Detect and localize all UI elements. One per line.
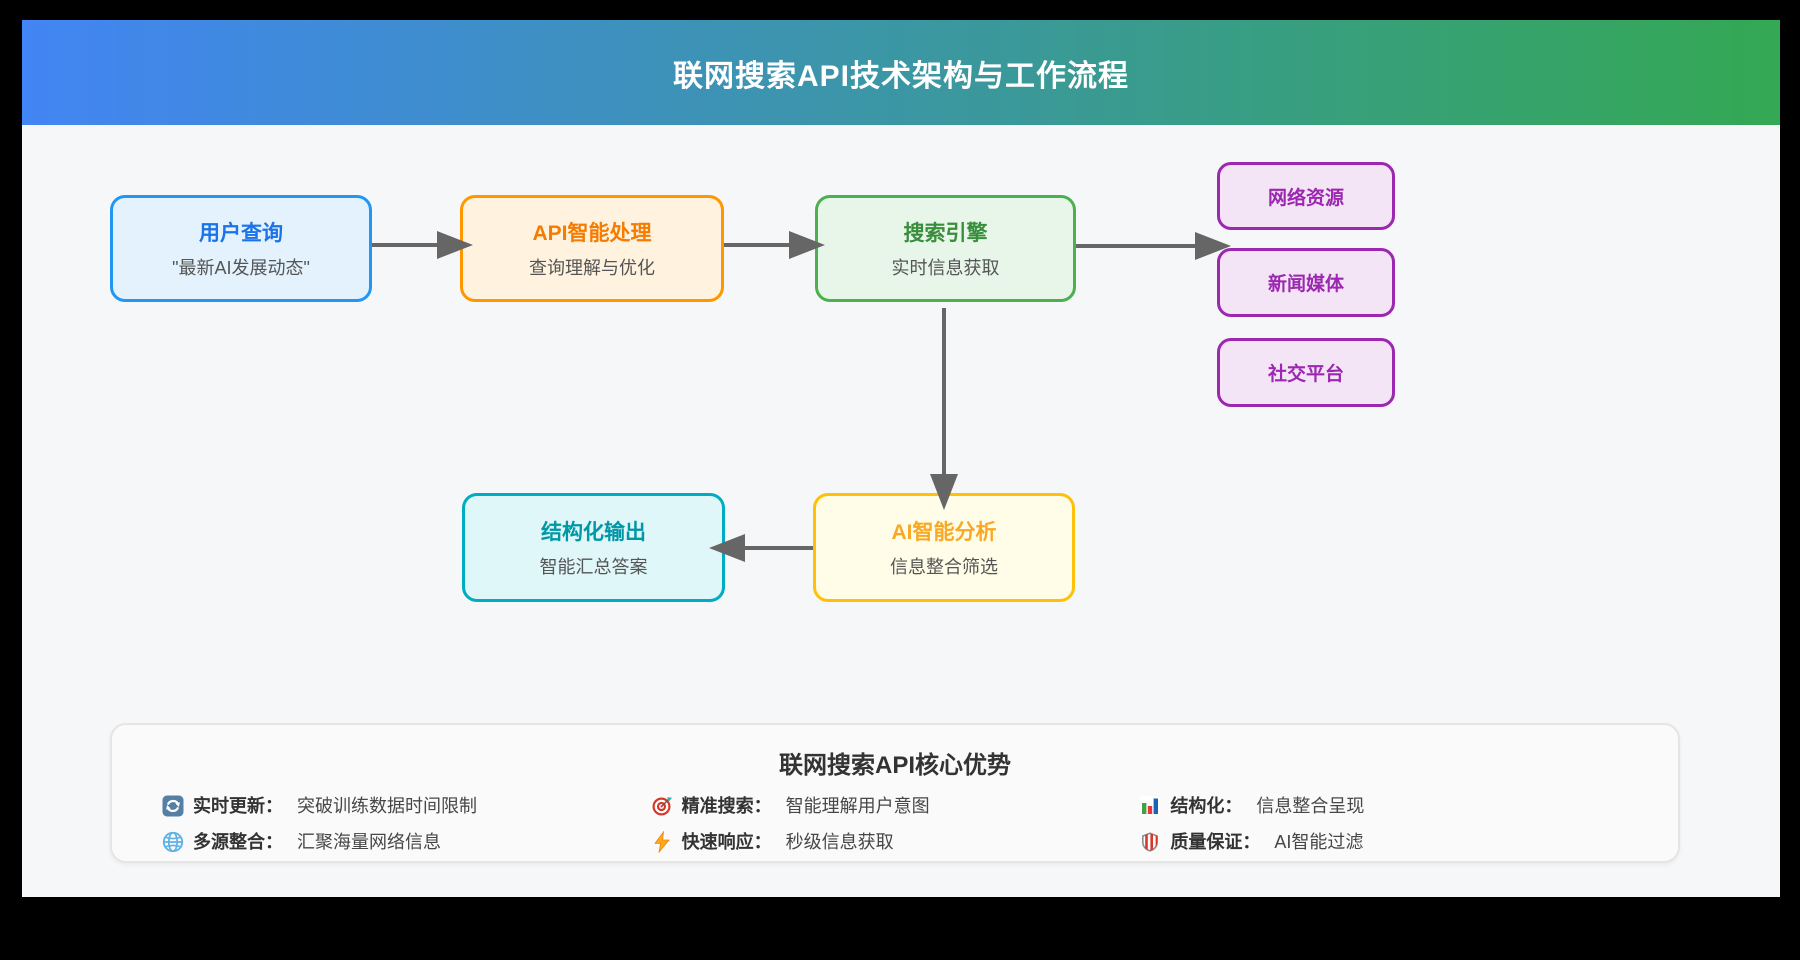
- lightning-icon: [653, 831, 670, 853]
- advantage-label: 快速响应：: [681, 832, 772, 852]
- node-title: 结构化输出: [541, 521, 646, 544]
- advantage-label: 质量保证：: [1170, 832, 1261, 852]
- advantage-desc: 汇聚海量网络信息: [297, 832, 441, 852]
- advantage-item-quality: 质量保证： AI智能过滤: [1139, 830, 1628, 854]
- node-user-query: 用户查询 "最新AI发展动态": [110, 195, 372, 302]
- advantages-panel: 联网搜索API核心优势 实时更新： 突破训练数据时间限制: [110, 723, 1680, 863]
- node-title: API智能处理: [532, 222, 652, 245]
- advantage-label: 实时更新：: [193, 796, 283, 816]
- advantage-item-realtime: 实时更新： 突破训练数据时间限制: [162, 794, 651, 818]
- source-box-web-resources: 网络资源: [1217, 162, 1395, 230]
- node-title: 搜索引擎: [903, 222, 988, 245]
- advantage-item-precision: 精准搜索： 智能理解用户意图: [651, 794, 1140, 818]
- advantages-grid: 实时更新： 突破训练数据时间限制 精准搜索： 智能理解用户意图: [112, 780, 1678, 854]
- advantage-desc: 秒级信息获取: [785, 832, 894, 852]
- advantage-desc: 突破训练数据时间限制: [297, 796, 477, 816]
- advantage-label: 精准搜索：: [681, 796, 772, 816]
- node-ai-analysis: AI智能分析 信息整合筛选: [813, 493, 1075, 602]
- bar-chart-icon: [1140, 796, 1161, 816]
- advantage-desc: 信息整合呈现: [1256, 796, 1365, 816]
- target-icon: [652, 797, 672, 816]
- node-search-engine: 搜索引擎 实时信息获取: [815, 195, 1076, 302]
- node-subtitle: 智能汇总答案: [539, 557, 648, 577]
- advantages-title: 联网搜索API核心优势: [778, 752, 1011, 779]
- node-subtitle: "最新AI发展动态": [172, 258, 310, 278]
- advantage-desc: AI智能过滤: [1274, 832, 1364, 852]
- node-structured-output: 结构化输出 智能汇总答案: [462, 493, 725, 602]
- header-band: 联网搜索API技术架构与工作流程: [22, 20, 1780, 125]
- advantage-item-structured: 结构化： 信息整合呈现: [1139, 794, 1628, 818]
- advantage-item-speed: 快速响应： 秒级信息获取: [651, 830, 1140, 854]
- node-title: AI智能分析: [891, 521, 997, 544]
- node-subtitle: 信息整合筛选: [890, 557, 998, 577]
- node-api-processing: API智能处理 查询理解与优化: [460, 195, 724, 302]
- advantage-label: 多源整合：: [193, 832, 283, 852]
- page-title: 联网搜索API技术架构与工作流程: [672, 59, 1129, 93]
- advantage-desc: 智能理解用户意图: [785, 796, 930, 816]
- source-box-social-platform: 社交平台: [1217, 338, 1395, 407]
- node-subtitle: 实时信息获取: [891, 258, 1000, 278]
- source-box-news-media: 新闻媒体: [1217, 248, 1395, 317]
- node-title: 用户查询: [199, 222, 283, 245]
- node-subtitle: 查询理解与优化: [529, 258, 655, 278]
- shield-icon: [1142, 832, 1159, 852]
- advantage-label: 结构化：: [1170, 796, 1243, 816]
- globe-icon: [162, 831, 184, 853]
- advantage-item-multisource: 多源整合： 汇聚海量网络信息: [162, 830, 651, 854]
- refresh-icon: [162, 795, 184, 817]
